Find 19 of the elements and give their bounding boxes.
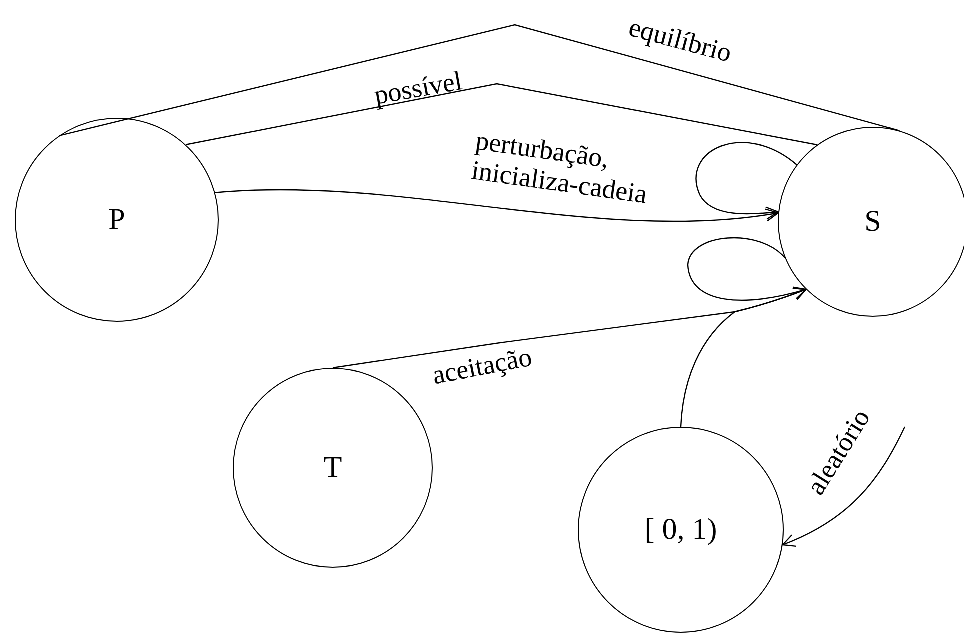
connector-line <box>186 83 818 146</box>
arrow <box>782 426 906 547</box>
circle-node <box>15 118 219 322</box>
node-label: P <box>108 203 126 237</box>
arrow <box>696 142 798 220</box>
node-label: T <box>324 451 342 485</box>
arrow <box>680 288 807 428</box>
node-label: [ 0, 1) <box>644 513 718 547</box>
edge-label: aceitação <box>430 342 534 390</box>
connector-line <box>59 24 900 136</box>
circle-node <box>778 127 964 317</box>
arrow <box>687 238 807 301</box>
node-label: S <box>864 205 882 239</box>
arrow <box>215 190 779 222</box>
circle-node <box>578 427 784 633</box>
circle-node <box>233 368 433 568</box>
edge-label: equilíbrio <box>625 12 735 68</box>
edge-label: perturbação, inicializa-cadeia <box>469 125 650 212</box>
edge-label: possível <box>372 66 464 110</box>
